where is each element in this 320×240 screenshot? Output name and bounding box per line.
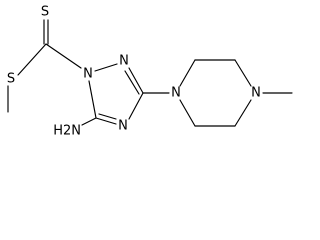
ring-n2-c3-bond-a <box>128 67 144 94</box>
pip-n4-c5-bond <box>234 99 252 127</box>
triazole-n2-label: N <box>119 54 129 69</box>
triazole-n4-label: N <box>118 119 128 134</box>
ring-n1-n2-bond <box>94 63 118 72</box>
ring-n4-c5-bond-b <box>98 113 117 120</box>
pip-c6-n1-bond <box>179 99 196 127</box>
thioether-sulfur-label: S <box>7 72 15 87</box>
chemical-structure-diagram: S S N N N N N H2N <box>7 5 293 139</box>
ring-c3-n4-bond <box>128 92 144 120</box>
thione-sulfur-label: S <box>41 5 49 20</box>
ring-n4-c5-bond-a <box>95 117 117 125</box>
ring-c5-n1-bond <box>88 80 97 119</box>
triazole-n1-label: N <box>83 67 93 82</box>
piperazine-n4-label: N <box>251 86 261 101</box>
c-s-single-bond <box>17 43 47 76</box>
amino-group-label: H2N <box>53 124 81 139</box>
bond-lines <box>7 19 293 127</box>
c5-amino-bond <box>81 117 97 126</box>
pip-n1-c2-bond <box>179 59 196 87</box>
c-n1-bond <box>45 43 82 69</box>
ring-n2-c3-bond-b <box>124 70 140 95</box>
piperazine-n1-label: N <box>171 86 181 101</box>
pip-c3-n4-bond <box>234 59 252 87</box>
